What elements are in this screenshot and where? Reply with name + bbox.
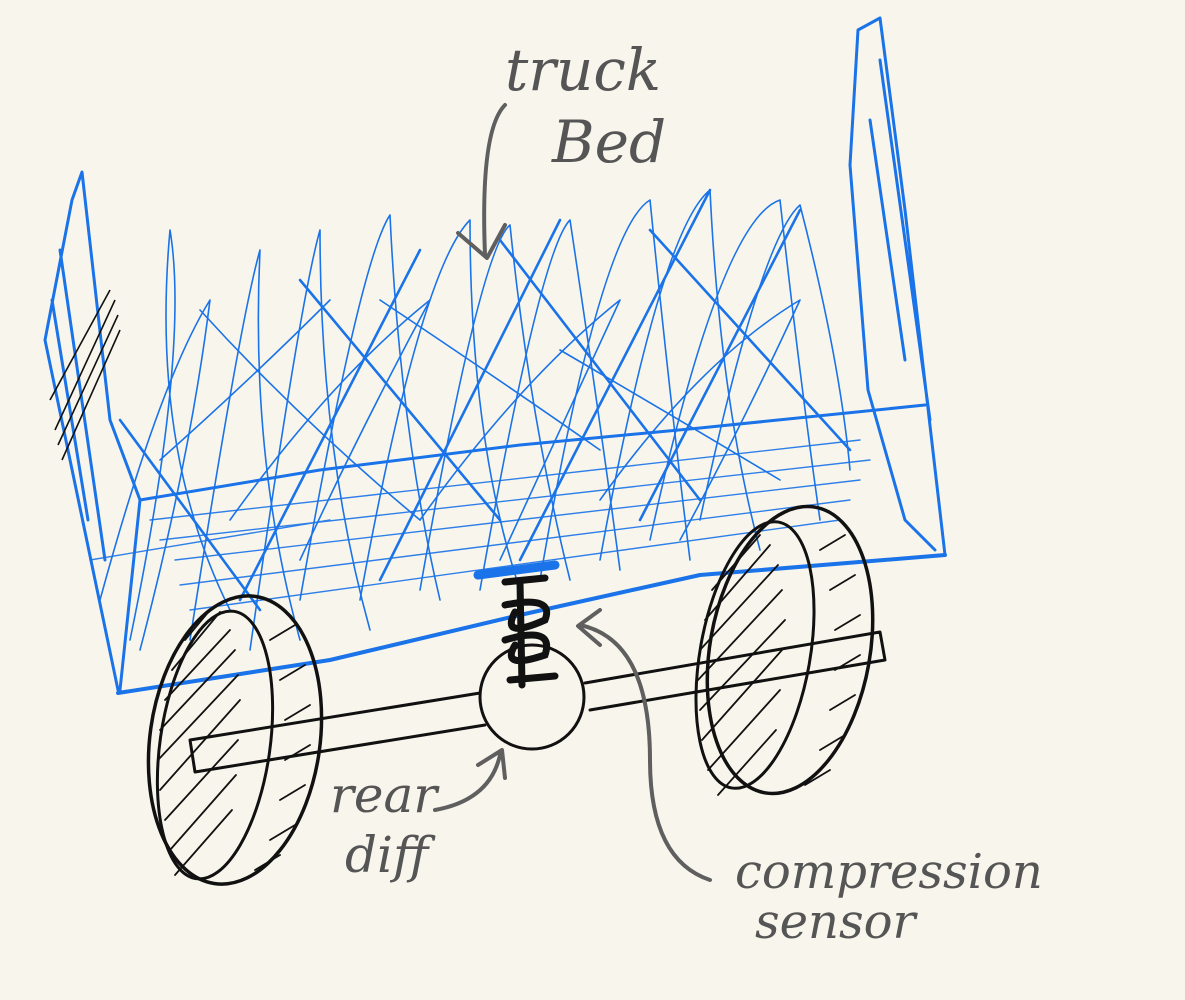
right-wheel <box>694 504 875 796</box>
compression-sensor-label-line2: sensor <box>755 894 918 950</box>
left-tire-hatching <box>157 609 241 876</box>
left-tire-tread <box>254 624 311 871</box>
compression-sensor <box>473 560 560 689</box>
bed-accent-strokes <box>118 188 852 612</box>
right-tire-hatching <box>697 534 786 796</box>
right-tire-tread <box>804 534 861 786</box>
left-tire-outer <box>146 594 324 886</box>
axle-left-tube <box>188 691 487 774</box>
sensor-spring <box>501 574 559 689</box>
truck-bed-label-line2: Bed <box>551 108 666 176</box>
annotation-arrows <box>433 103 712 882</box>
bed-scribble-loops <box>99 189 851 651</box>
rear-diff-label-line1: rear <box>330 766 440 824</box>
axle-right-tube <box>583 630 887 712</box>
truck-bed <box>43 16 947 695</box>
bed-right-wall <box>848 16 947 557</box>
left-wheel <box>146 594 324 886</box>
left-tire-inner <box>155 609 275 881</box>
right-tire-inner <box>694 520 816 790</box>
bed-left-wall <box>43 170 142 692</box>
compression-sensor-label-line1: compression <box>735 844 1043 900</box>
rear-diff-arrow <box>433 748 507 812</box>
right-tire-outer <box>705 504 875 796</box>
compression-sensor-arrow <box>576 608 712 882</box>
compression-sensor-label: compression sensor <box>735 844 1043 950</box>
rear-diff-housing <box>478 643 586 751</box>
sensor-top-plate <box>473 560 560 580</box>
rear-diff-label-line2: diff <box>345 826 436 884</box>
truck-bed-arrow <box>456 103 507 260</box>
truck-bed-label: truck Bed <box>505 36 666 176</box>
rear-diff-label: rear diff <box>330 766 440 884</box>
truck-bed-label-line1: truck <box>505 36 661 104</box>
bed-left-hatching <box>49 289 121 461</box>
